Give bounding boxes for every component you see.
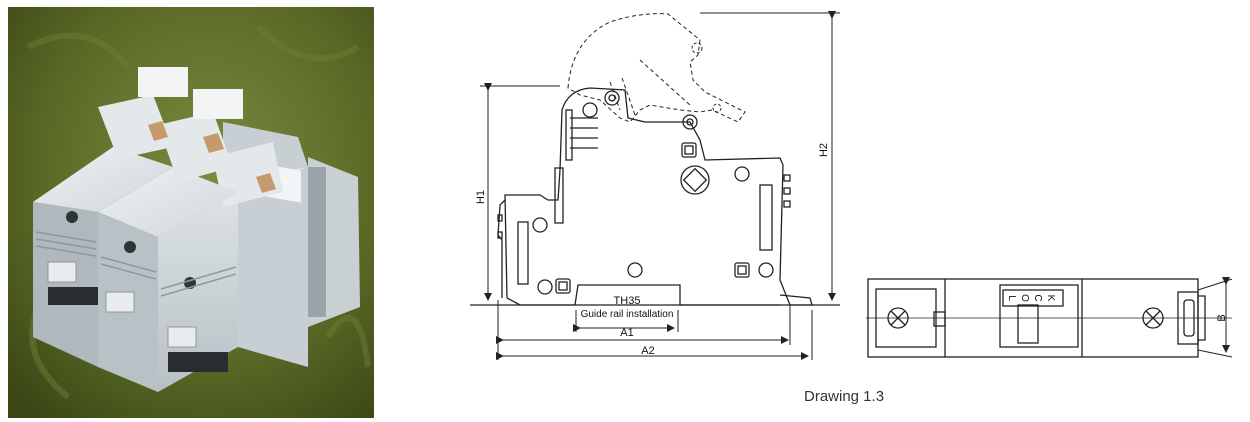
side-view-dimensions (480, 11, 840, 360)
product-photo (8, 7, 374, 418)
lock-panel (999, 284, 1079, 348)
dimension-label-a1: A1 (620, 327, 633, 339)
lock-letter-l: L (1006, 295, 1017, 301)
open-lever-dashed (567, 13, 746, 123)
side-view (470, 13, 840, 306)
drawing-caption: Drawing 1.3 (804, 388, 885, 405)
terminal-screw-left (887, 307, 909, 329)
lock-letter-o: O (1019, 294, 1030, 302)
dimension-label-h2: H2 (818, 143, 830, 157)
dimension-label-h1: H1 (475, 190, 487, 204)
lock-letter-k: K (1045, 295, 1056, 302)
dimension-label-b: B (1216, 314, 1228, 321)
lock-letter-c: C (1032, 294, 1043, 301)
base-body-outline (504, 87, 813, 306)
dimension-label-a2: A2 (641, 345, 654, 357)
rail-label-line2: Guide rail installation (581, 309, 674, 320)
top-view (866, 277, 1233, 358)
terminal-screw-right (1142, 307, 1164, 329)
lock-text: L O C K (1006, 294, 1056, 302)
rail-label-line1: TH35 (614, 295, 641, 307)
